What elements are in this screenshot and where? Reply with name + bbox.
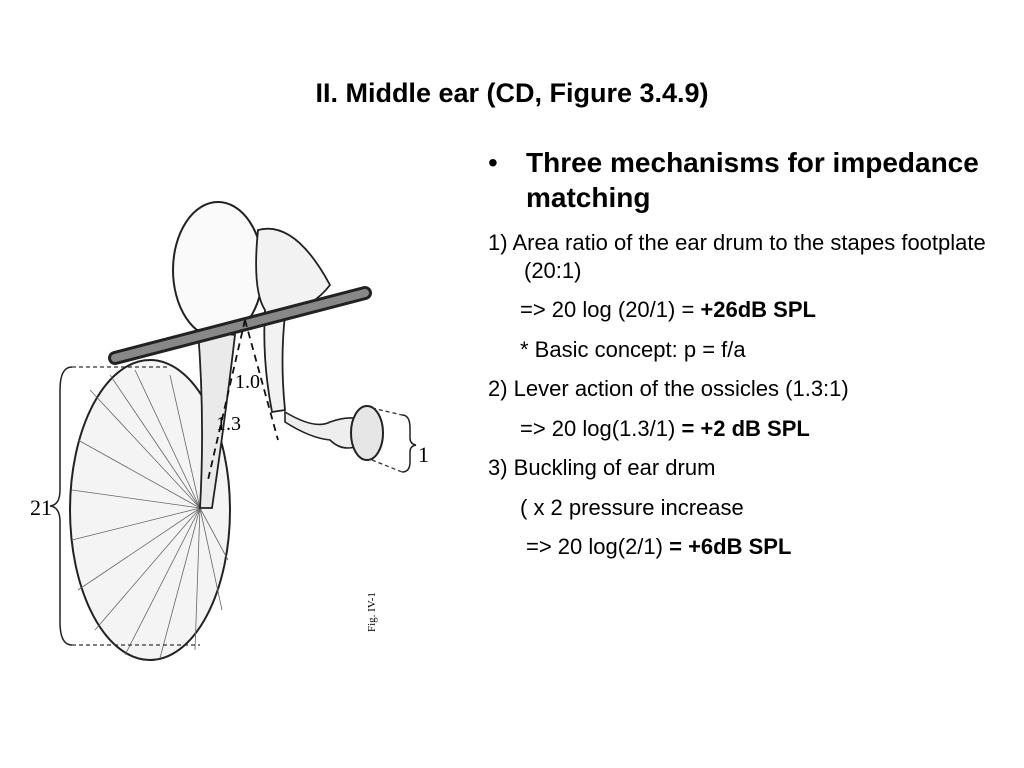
- slide-title: II. Middle ear (CD, Figure 3.4.9): [315, 78, 709, 108]
- eardrum-brace: [49, 366, 73, 646]
- malleus-handle: [197, 328, 236, 509]
- line-plain: => 20 log(1.3/1): [520, 415, 682, 441]
- basic-concept: * Basic concept: p = f/a: [488, 336, 998, 364]
- label-footplate-1: 1: [418, 442, 429, 467]
- line-bold: = +6dB SPL: [669, 534, 792, 559]
- label-ratio-1-0: 1.0: [235, 371, 260, 393]
- incus: [255, 227, 332, 414]
- stapes-footplate: [350, 405, 384, 461]
- figure-caption: Fig. IV-1: [366, 592, 378, 632]
- mechanism-3-note: ( x 2 pressure increase: [488, 494, 998, 522]
- line-bold: +26dB SPL: [700, 297, 816, 322]
- heading-bullet: • Three mechanisms for impedance matchin…: [488, 145, 998, 215]
- middle-ear-figure: 1.0 1.3 1 21 Fig. IV-1: [30, 190, 430, 670]
- line-plain: 1) Area ratio of the ear drum to the sta…: [488, 230, 986, 283]
- line-plain: => 20 log(2/1): [526, 534, 670, 559]
- mechanism-3-result: => 20 log(2/1) = +6dB SPL: [488, 533, 998, 561]
- footplate-brace: [401, 414, 417, 473]
- stapes: [284, 410, 361, 449]
- label-eardrum-21: 21: [30, 495, 52, 520]
- line-plain: 2) Lever action of the ossicles (1.3:1): [488, 376, 849, 401]
- label-ratio-1-3: 1.3: [216, 413, 241, 435]
- mechanism-1-result: => 20 log (20/1) = +26dB SPL: [488, 296, 998, 324]
- line-plain: ( x 2 pressure increase: [520, 494, 744, 520]
- middle-ear-illustration: 1.0 1.3 1 21 Fig. IV-1: [30, 201, 429, 661]
- bullet-dot: •: [488, 147, 498, 178]
- content-panel: • Three mechanisms for impedance matchin…: [488, 145, 998, 573]
- eardrum-shape: [69, 359, 231, 661]
- line-bold: = +2 dB SPL: [681, 415, 810, 441]
- lever-lines: [207, 319, 279, 481]
- mechanism-1-text: 1) Area ratio of the ear drum to the sta…: [488, 229, 998, 284]
- line-plain: => 20 log (20/1) =: [520, 297, 701, 322]
- mechanism-3-text: 3) Buckling of ear drum: [488, 454, 998, 482]
- rotation-axis-rod: [108, 286, 372, 365]
- mechanism-2-result: => 20 log(1.3/1) = +2 dB SPL: [488, 415, 998, 443]
- bullet-heading: Three mechanisms for impedance matching: [526, 147, 979, 213]
- line-plain: 3) Buckling of ear drum: [488, 455, 716, 480]
- dimension-brackets: [72, 366, 403, 646]
- mechanism-2-text: 2) Lever action of the ossicles (1.3:1): [488, 375, 998, 403]
- line-plain: * Basic concept: p = f/a: [520, 336, 746, 362]
- eardrum-fibers: [71, 369, 229, 659]
